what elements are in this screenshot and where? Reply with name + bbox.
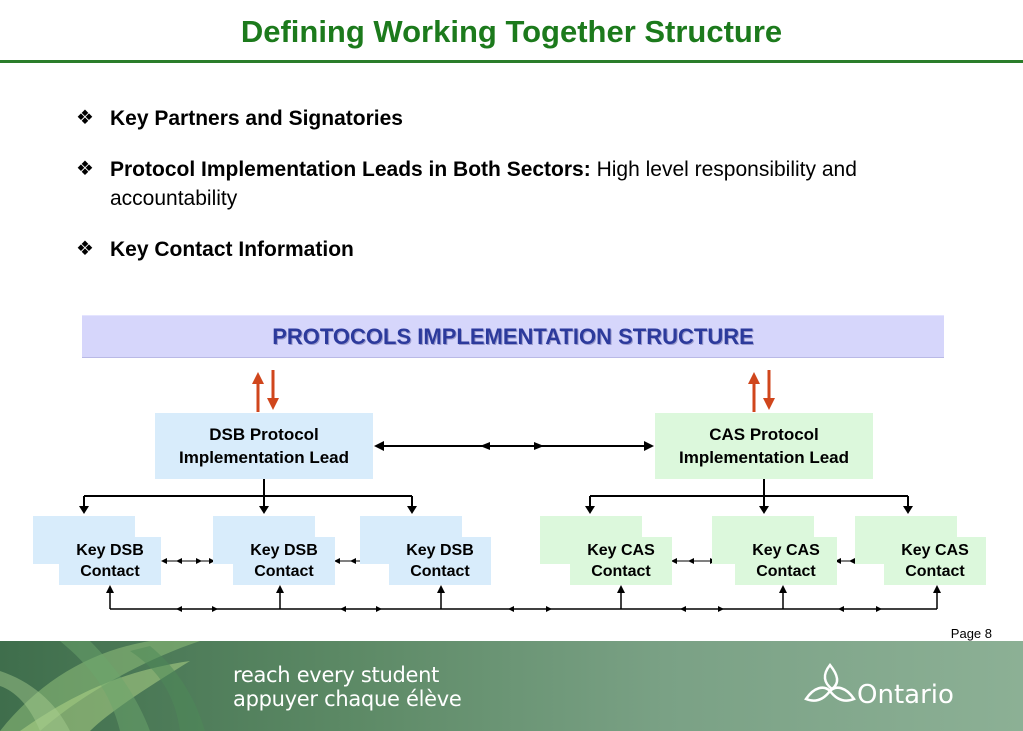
structure-banner: PROTOCOLS IMPLEMENTATION STRUCTURE xyxy=(82,315,944,358)
contact-label-line: Contact xyxy=(756,563,816,580)
lead-label-line: DSB Protocol xyxy=(209,425,319,444)
contact-bus-connector xyxy=(106,585,941,612)
key-dsb-contact-box: Key DSB Contact xyxy=(233,537,335,585)
leaf-swoosh-icon xyxy=(0,641,205,731)
up-down-arrow-icon xyxy=(252,370,279,412)
bullet-item: ❖ Protocol Implementation Leads in Both … xyxy=(76,155,956,213)
lead-label-line: Implementation Lead xyxy=(678,448,850,467)
contact-label-line: Contact xyxy=(905,563,965,580)
key-dsb-contact-box: Key DSB Contact xyxy=(59,537,161,585)
cas-tree-connector xyxy=(585,479,913,514)
ontario-logo-text: Ontario xyxy=(857,680,954,710)
contact-label-line: Contact xyxy=(80,563,140,580)
contact-label-line: Key DSB xyxy=(406,542,474,559)
bullet-text: High level responsibility and accountabi… xyxy=(110,158,857,210)
contact-label-line: Key DSB xyxy=(250,542,318,559)
page-number: Page 8 xyxy=(950,626,992,641)
footer-bar: reach every student appuyer chaque élève… xyxy=(0,641,1023,731)
contact-label-line: Key CAS xyxy=(587,542,655,559)
lead-label-line: CAS Protocol xyxy=(709,425,819,444)
key-cas-contact-box: Key CAS Contact xyxy=(570,537,672,585)
tagline-english: reach every student xyxy=(233,663,440,687)
contact-label-line: Contact xyxy=(254,563,314,580)
tagline-french: appuyer chaque élève xyxy=(233,687,462,711)
lead-label-line: Implementation Lead xyxy=(178,448,350,467)
diamond-bullet-icon: ❖ xyxy=(76,107,94,129)
contact-label-line: Key CAS xyxy=(901,542,969,559)
contact-label-line: Contact xyxy=(591,563,651,580)
key-cas-contact-box: Key CAS Contact xyxy=(884,537,986,585)
diamond-bullet-icon: ❖ xyxy=(76,158,94,180)
bullet-item: ❖ Key Partners and Signatories xyxy=(76,104,956,133)
bullet-list: ❖ Key Partners and Signatories ❖ Protoco… xyxy=(76,104,956,286)
bullet-heading: Key Partners and Signatories xyxy=(110,107,403,130)
dsb-tree-connector xyxy=(79,479,417,514)
up-down-arrow-icon xyxy=(748,370,775,412)
trillium-icon xyxy=(804,662,856,702)
diamond-bullet-icon: ❖ xyxy=(76,238,94,260)
contact-label-line: Key DSB xyxy=(76,542,144,559)
dsb-protocol-lead-box: DSB Protocol Implementation Lead xyxy=(155,413,373,479)
diagram-connectors xyxy=(79,370,941,612)
key-dsb-contact-box: Key DSB Contact xyxy=(389,537,491,585)
title-divider xyxy=(0,60,1023,63)
bullet-item: ❖ Key Contact Information xyxy=(76,235,956,264)
bullet-heading: Protocol Implementation Leads in Both Se… xyxy=(110,158,591,181)
lead-link-arrow xyxy=(374,441,654,451)
key-cas-contact-box: Key CAS Contact xyxy=(735,537,837,585)
contact-label-line: Key CAS xyxy=(752,542,820,559)
bullet-heading: Key Contact Information xyxy=(110,238,354,261)
page-title: Defining Working Together Structure xyxy=(240,14,783,49)
cas-protocol-lead-box: CAS Protocol Implementation Lead xyxy=(655,413,873,479)
contact-label-line: Contact xyxy=(410,563,470,580)
